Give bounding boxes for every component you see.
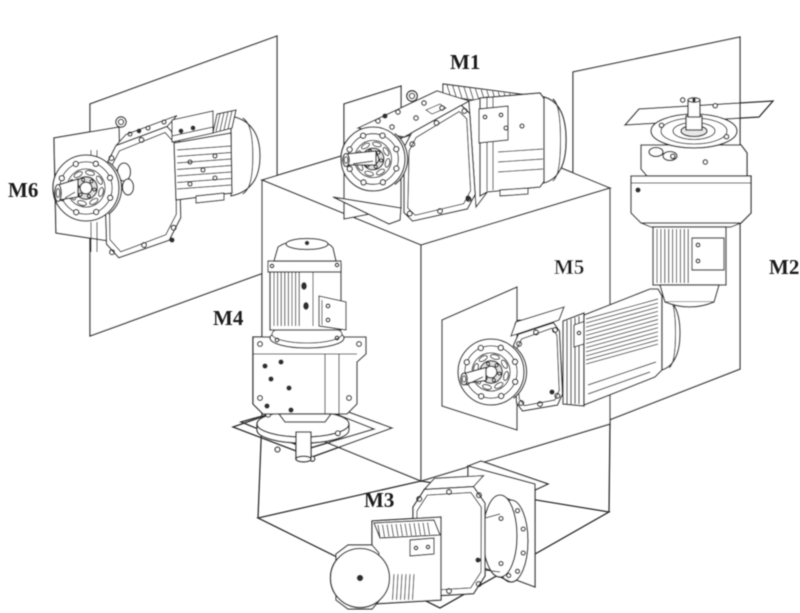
svg-text:M2: M2 <box>769 255 799 279</box>
svg-text:M6: M6 <box>8 178 38 202</box>
svg-text:M4: M4 <box>213 306 244 330</box>
svg-text:M1: M1 <box>450 50 480 74</box>
svg-text:M3: M3 <box>364 488 394 512</box>
svg-text:M5: M5 <box>554 255 584 279</box>
